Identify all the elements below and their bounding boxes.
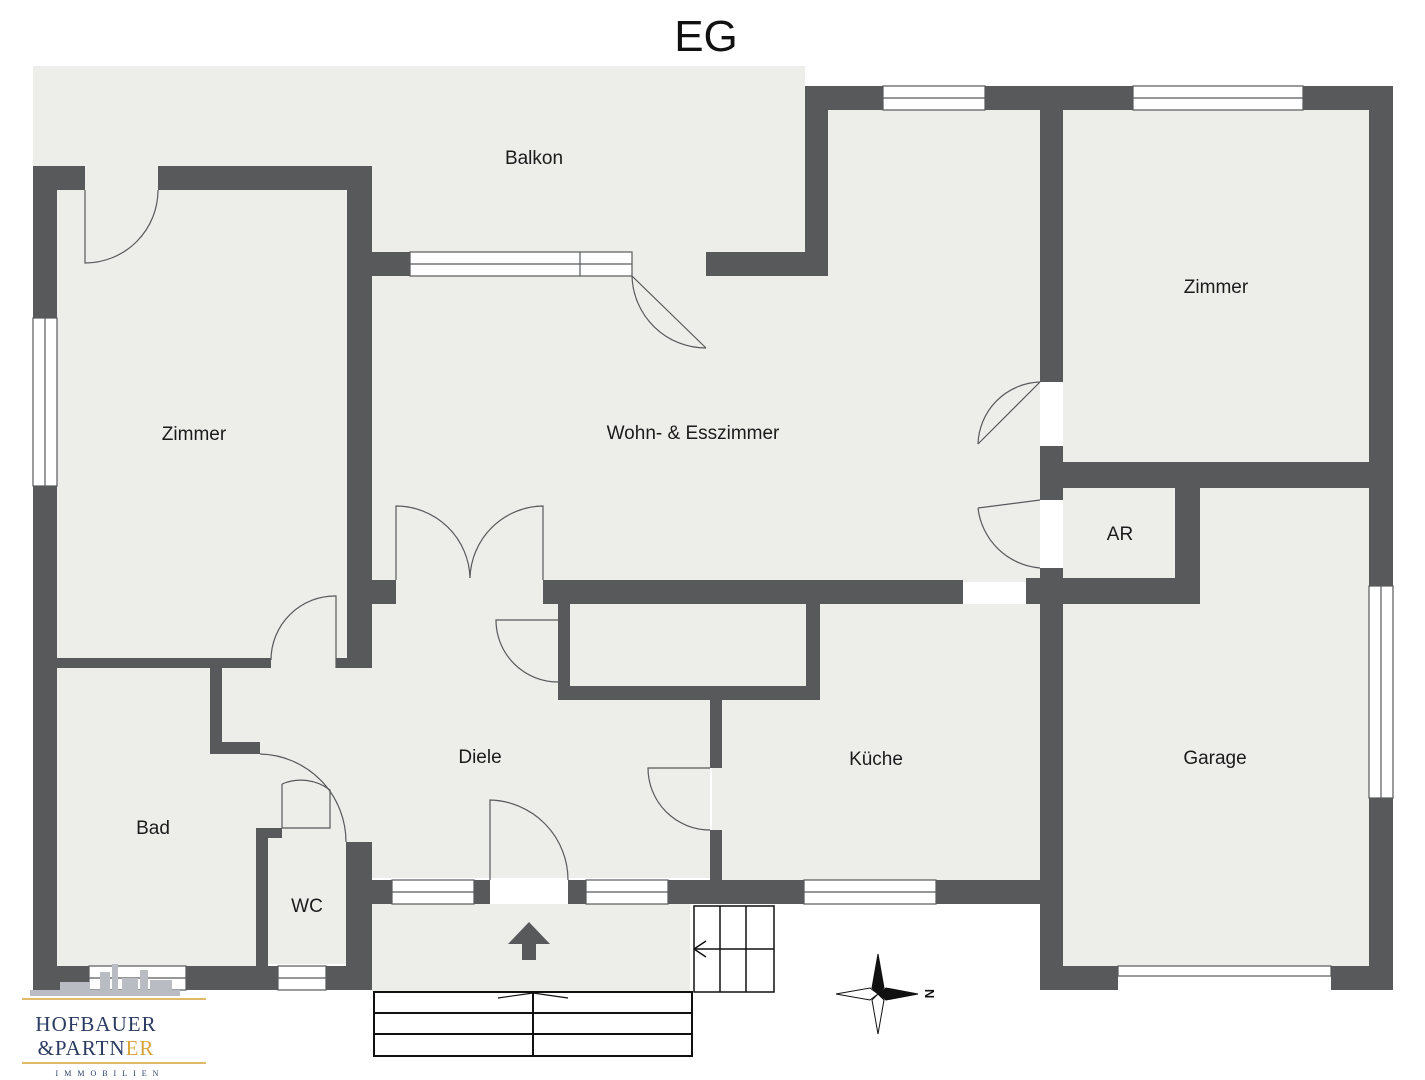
wall — [1331, 966, 1393, 990]
door-swing — [259, 753, 347, 843]
side-stairs — [693, 905, 775, 993]
wall — [1040, 568, 1063, 990]
wall — [568, 880, 586, 904]
room-labels: Balkon Zimmer Wohn- & Esszimmer Zimmer A… — [136, 148, 1249, 917]
logo-line-1: HOFBAUER — [35, 1012, 156, 1036]
wall — [372, 580, 396, 604]
room-label-bad: Bad — [136, 818, 170, 839]
skyline-icon — [30, 964, 180, 996]
zimmer-right-floor — [1063, 110, 1369, 462]
wall — [336, 658, 372, 668]
wall — [558, 686, 820, 700]
floor-areas — [33, 66, 1369, 992]
room-label-garage: Garage — [1183, 748, 1246, 769]
bad-floor — [57, 668, 262, 966]
door-swings — [84, 189, 1041, 881]
room-label-wc: WC — [291, 896, 323, 917]
room-label-ar: AR — [1107, 524, 1133, 545]
wall — [806, 604, 820, 700]
garage-door — [1117, 965, 1332, 977]
wall — [372, 252, 410, 276]
wall — [558, 604, 570, 700]
wall — [33, 658, 271, 668]
walls — [33, 86, 1393, 990]
logo-line-3: IMMOBILIEN — [56, 1069, 165, 1078]
wall — [1040, 86, 1063, 382]
logo-line-2a: &PARTN — [38, 1036, 126, 1060]
room-label-balkon: Balkon — [505, 148, 563, 169]
wall — [326, 966, 372, 990]
door-swing — [84, 189, 159, 264]
door-swing — [495, 619, 559, 683]
room-label-zimmer-left: Zimmer — [162, 424, 227, 445]
wall — [346, 842, 372, 990]
front-stairs — [373, 991, 693, 1057]
wall — [256, 828, 282, 838]
wall — [668, 880, 804, 904]
wall — [474, 880, 490, 904]
door-swing — [647, 767, 711, 831]
room-label-wohn-ess: Wohn- & Esszimmer — [607, 423, 780, 444]
door-swing — [395, 505, 471, 580]
wall — [186, 966, 278, 990]
entry-arrow-icon — [508, 922, 550, 960]
door-swing — [270, 595, 337, 668]
logo-line-2b: ER — [126, 1036, 155, 1060]
wall — [805, 86, 828, 276]
wall — [710, 830, 722, 890]
wall — [256, 828, 268, 990]
room-label-zimmer-right: Zimmer — [1184, 277, 1249, 298]
wall — [1040, 966, 1118, 990]
door-swing — [631, 275, 707, 349]
svg-text:&PARTNER: &PARTNER — [38, 1036, 155, 1060]
wall — [1369, 798, 1393, 990]
door-swing — [469, 505, 544, 580]
wall — [372, 880, 392, 904]
wohn-floor — [372, 110, 1040, 582]
wall — [210, 668, 222, 752]
wall — [210, 742, 260, 754]
room-label-kueche: Küche — [849, 749, 903, 770]
floor-title: EG — [674, 12, 738, 61]
windows — [32, 85, 1394, 991]
door-swing — [977, 381, 1041, 445]
compass-north-label: N — [922, 989, 937, 998]
company-logo: HOFBAUER &PARTNER IMMOBILIEN — [22, 964, 206, 1078]
kueche-floor — [712, 604, 1040, 880]
room-label-diele: Diele — [458, 747, 501, 768]
wall — [1026, 578, 1200, 604]
wall — [543, 580, 963, 604]
wall — [1040, 462, 1393, 488]
garage-floor — [1063, 488, 1369, 966]
wc-floor — [268, 846, 346, 964]
wall — [33, 166, 85, 190]
wall — [33, 166, 57, 990]
zimmer-left-floor — [57, 190, 347, 658]
wall — [936, 880, 1063, 904]
wall — [347, 166, 372, 666]
door-swing — [977, 499, 1041, 569]
door-swing — [489, 799, 569, 881]
wall — [1369, 86, 1393, 586]
wall — [710, 700, 722, 768]
compass-icon — [835, 953, 919, 1035]
wall — [805, 86, 883, 110]
door-swing — [281, 779, 331, 829]
wall — [158, 166, 372, 190]
